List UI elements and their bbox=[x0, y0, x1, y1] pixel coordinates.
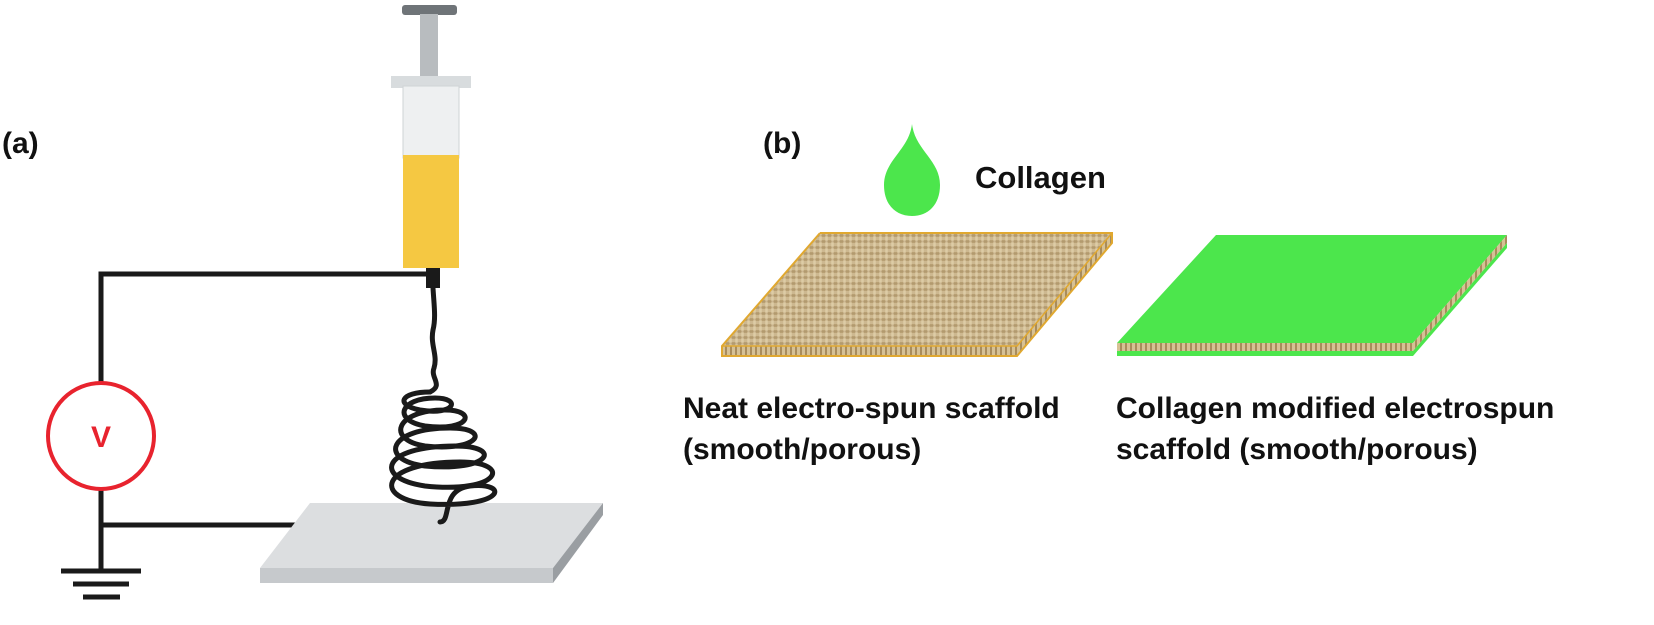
modified-scaffold-side-coat bbox=[1413, 243, 1507, 356]
ground-symbol-icon bbox=[61, 568, 141, 600]
plunger-cap bbox=[402, 5, 457, 15]
droplet-icon bbox=[884, 124, 940, 216]
circuit-wires bbox=[98, 271, 430, 570]
collector-side bbox=[553, 503, 603, 583]
collector-front bbox=[260, 568, 553, 583]
collagen-modified-scaffold bbox=[1117, 235, 1507, 356]
modified-caption-line1: Collagen modified electrospun bbox=[1116, 392, 1554, 425]
modified-caption-line2: scaffold (smooth/porous) bbox=[1116, 433, 1478, 466]
modified-scaffold-bottom-coat bbox=[1117, 351, 1413, 356]
voltmeter: V bbox=[46, 381, 156, 491]
neat-caption-line2: (smooth/porous) bbox=[683, 433, 921, 466]
modified-scaffold-top bbox=[1117, 235, 1507, 343]
collector-plate bbox=[260, 503, 603, 583]
modified-scaffold-front bbox=[1117, 343, 1413, 351]
syringe-flange bbox=[391, 76, 471, 88]
polymer-solution bbox=[403, 155, 459, 268]
neat-caption-line1: Neat electro-spun scaffold bbox=[683, 392, 1060, 425]
plunger-rod bbox=[420, 14, 438, 80]
panel-b-label: (b) bbox=[763, 127, 801, 160]
neat-scaffold-top bbox=[722, 233, 1112, 346]
panel-b: (b) Collagen Neat electro-spun scaffold … bbox=[683, 124, 1554, 466]
droplet-label: Collagen bbox=[975, 160, 1106, 195]
modified-scaffold-side bbox=[1413, 235, 1507, 351]
neat-scaffold-side bbox=[1017, 233, 1112, 356]
panel-a: (a) V bbox=[2, 5, 603, 600]
panel-a-label: (a) bbox=[2, 127, 39, 160]
voltmeter-label: V bbox=[91, 421, 111, 454]
syringe-icon bbox=[391, 5, 471, 288]
polymer-jet bbox=[389, 285, 498, 525]
neat-scaffold bbox=[721, 232, 1113, 357]
collector-top bbox=[260, 503, 603, 568]
syringe-barrel-empty bbox=[402, 85, 460, 159]
syringe-needle bbox=[426, 268, 440, 288]
neat-scaffold-front bbox=[722, 346, 1017, 356]
neat-scaffold-ridge bbox=[722, 232, 1113, 347]
voltmeter-circle bbox=[46, 381, 156, 491]
wire-top bbox=[98, 271, 430, 383]
